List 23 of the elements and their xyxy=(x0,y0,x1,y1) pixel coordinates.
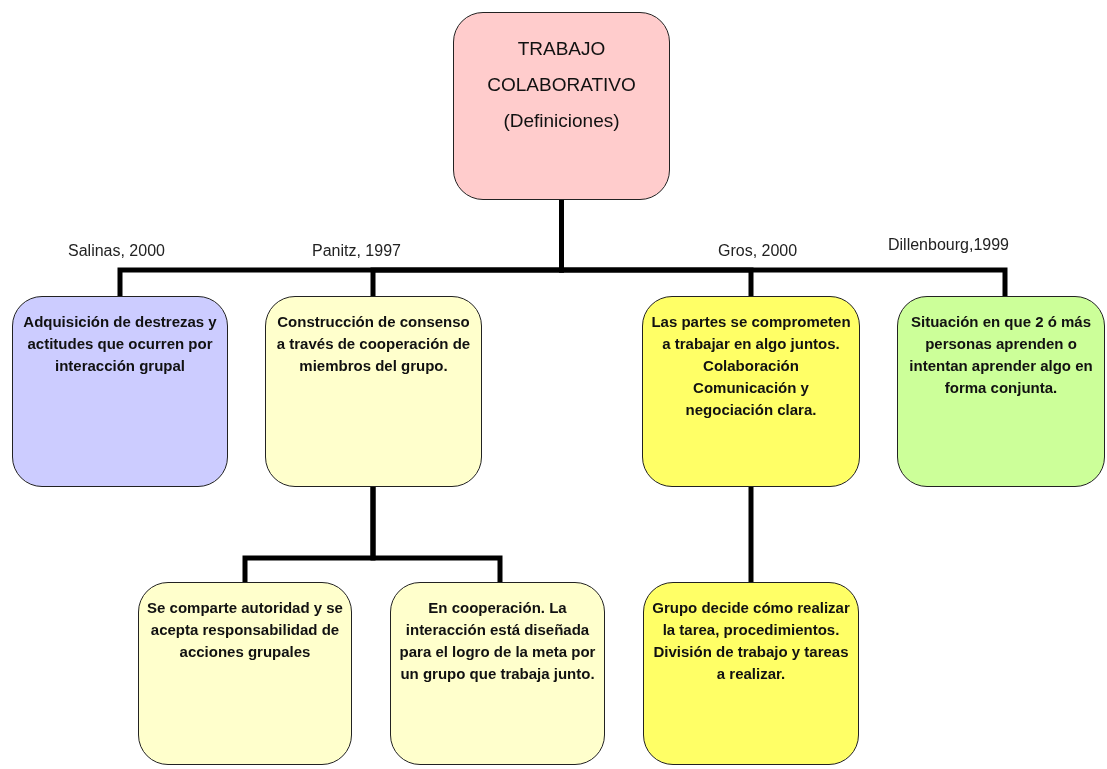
definition-text: Las partes se comprometen a trabajar en algo juntos. Colaboración Comunicación y negociación clara. xyxy=(651,312,851,420)
author-citation: Dillenbourg,1999 xyxy=(888,236,1009,254)
definition-text: Situación en que 2 ó más personas aprenden o intentan aprender algo en forma conjunta. xyxy=(908,312,1094,398)
author-citation: Salinas, 2000 xyxy=(68,242,165,260)
definition-box xyxy=(642,296,860,487)
definition-box xyxy=(390,582,605,765)
definition-box xyxy=(12,296,228,487)
definition-text: Grupo decide cómo realizar la tarea, procedimientos. División de trabajo y tareas a realizar. xyxy=(652,598,850,684)
definition-text: En cooperación. La interacción está diseñada para el logro de la meta por un grupo que trabaja junto. xyxy=(399,598,596,684)
definition-box xyxy=(897,296,1105,487)
definition-text: Construcción de consenso a través de cooperación de miembros del grupo. xyxy=(275,312,472,376)
definition-text: Se comparte autoridad y se acepta responsabilidad de acciones grupales xyxy=(147,598,343,662)
author-citation: Gros, 2000 xyxy=(718,242,798,260)
author-citation: Panitz, 1997 xyxy=(312,242,401,260)
definition-box xyxy=(643,582,859,765)
definition-text: Adquisición de destrezas y actitudes que ocurren por interacción grupal xyxy=(22,312,218,376)
connector-line xyxy=(559,200,1008,296)
title-text: TRABAJO COLABORATIVO (Definiciones) xyxy=(486,37,637,133)
title-box xyxy=(453,12,670,200)
definition-box xyxy=(265,296,482,487)
connector-line xyxy=(370,487,503,582)
connector-line xyxy=(748,487,754,582)
definition-box xyxy=(138,582,352,765)
